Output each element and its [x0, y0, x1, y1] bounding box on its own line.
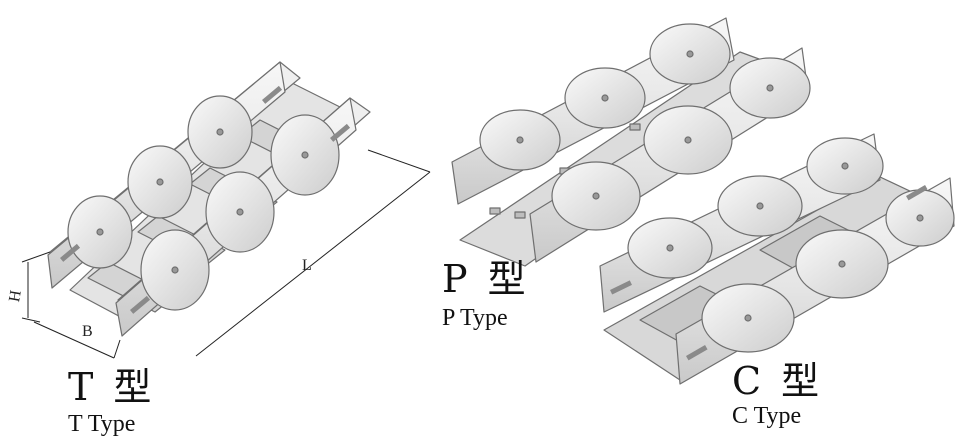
- p-type-subtitle: P Type: [442, 305, 508, 331]
- p-near-links: [551, 57, 811, 231]
- t-type-subtitle: T Type: [68, 411, 136, 437]
- c-type-title: C 型: [732, 359, 824, 403]
- p-far-links: [479, 23, 731, 171]
- c-near-links: [701, 189, 955, 353]
- c-far-links: [627, 137, 884, 279]
- width-dimension-label: B: [82, 323, 93, 340]
- t-far-links: [67, 95, 253, 269]
- c-type-carrier: [599, 133, 955, 385]
- t-type-title: T 型: [68, 365, 156, 409]
- c-slots: [610, 185, 928, 361]
- p-type-title: P 型: [442, 257, 530, 301]
- height-dimension-label: H: [6, 289, 25, 304]
- t-slots: [60, 85, 351, 314]
- c-type-subtitle: C Type: [732, 403, 802, 429]
- length-dimension-label: L: [302, 257, 312, 274]
- p-type-carrier: [451, 17, 811, 267]
- t-near-links: [140, 114, 340, 311]
- t-dimensions: [21, 149, 431, 359]
- t-type-carrier: [47, 61, 371, 337]
